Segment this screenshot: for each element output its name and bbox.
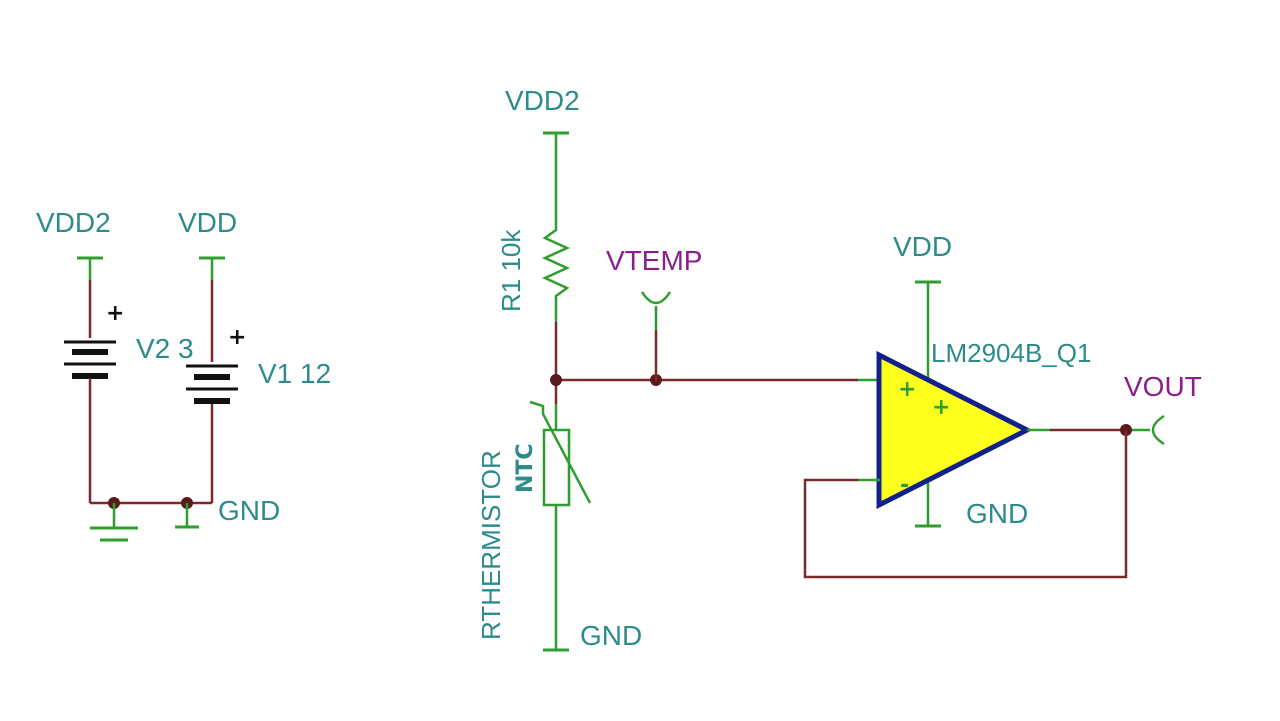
resistor-r1: VDD2 R1 10k xyxy=(496,85,580,380)
vout-label: VOUT xyxy=(1124,371,1202,402)
sources-ground-net: GND xyxy=(90,495,280,542)
vtemp-net-connector-symbol xyxy=(640,291,672,305)
opamp-vdd-label: VDD xyxy=(893,231,952,262)
opamp-gnd-label: GND xyxy=(966,498,1028,529)
v2-name-label: V2 3 xyxy=(136,333,194,364)
feedback-wire xyxy=(803,430,1128,579)
thermistor-type-label: NTC xyxy=(513,443,538,493)
thermistor-gnd-label: GND xyxy=(580,620,642,651)
opamp-name-label: LM2904B_Q1 xyxy=(931,338,1091,368)
r1-net-label: VDD2 xyxy=(505,85,580,116)
sources-gnd-label: GND xyxy=(218,495,280,526)
v1-battery-symbol xyxy=(186,364,238,404)
v1-net-label: VDD xyxy=(178,207,237,238)
node-vtemp: VTEMP xyxy=(550,245,880,386)
resistor-zigzag-symbol xyxy=(541,212,571,322)
thermistor-ntc-slash xyxy=(529,400,592,504)
source-v1: VDD + V1 12 xyxy=(178,207,331,503)
vout-net-connector-symbol xyxy=(1151,414,1165,446)
thermistor: RTHERMISTOR NTC GND xyxy=(476,380,642,652)
opamp-plus-pin-2: + xyxy=(932,395,950,420)
v2-net-label: VDD2 xyxy=(36,207,111,238)
opamp-plus-pin: + xyxy=(898,377,916,402)
v2-plus-sign: + xyxy=(106,301,124,326)
r1-label: R1 10k xyxy=(496,229,526,312)
v1-plus-sign: + xyxy=(228,325,246,350)
opamp-minus-pin: - xyxy=(900,473,909,498)
thermistor-label: RTHERMISTOR xyxy=(476,450,506,640)
junction-dot xyxy=(550,374,562,386)
opamp: VDD GND + + - LM2904B_Q1 VOUT xyxy=(803,231,1202,579)
opamp-triangle-symbol xyxy=(876,350,1033,510)
v1-name-label: V1 12 xyxy=(258,358,331,389)
v2-battery-symbol xyxy=(64,340,116,379)
vtemp-label: VTEMP xyxy=(606,245,702,276)
source-v2: VDD2 + V2 3 xyxy=(36,207,194,503)
